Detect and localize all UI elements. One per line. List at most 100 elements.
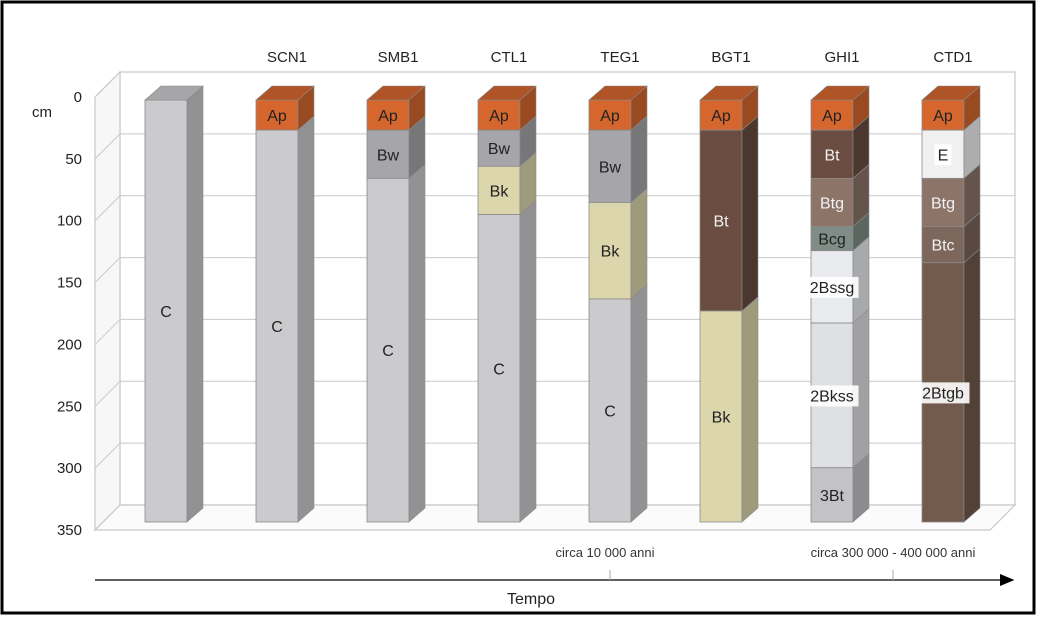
y-tick-label: 250 [57, 398, 82, 415]
horizon-label: Bw [599, 159, 622, 176]
horizon-label: C [382, 343, 394, 360]
gridline-side [94, 133, 121, 160]
gridline-side [94, 442, 121, 469]
profile-name: SMB1 [378, 49, 419, 66]
horizon-top [477, 85, 537, 101]
horizon-side [186, 85, 204, 523]
profile-name: CTD1 [933, 49, 972, 66]
horizon-top [921, 85, 981, 101]
horizon-side [630, 115, 648, 204]
horizon-label-bg [805, 276, 859, 298]
y-tick-label: 350 [57, 522, 82, 539]
profile-names: SCN1 SMB1 CTL1 TEG1 BGT1 GHI1 CTD1 [267, 49, 973, 66]
profile-column: C [144, 85, 204, 523]
profile-columns: CApCApBwCApBwBkCApBwBkCApBtBkApBtBtgBcg2… [144, 85, 981, 523]
horizon-block [810, 129, 854, 179]
horizon-label: Ap [822, 108, 842, 125]
time-marker-10000: circa 10 000 anni [555, 545, 654, 560]
horizon-side [297, 115, 315, 523]
horizon-side [852, 453, 870, 523]
horizon-label: Bcg [818, 232, 846, 249]
horizon-label: Btg [820, 195, 844, 212]
horizon-top [588, 85, 648, 101]
horizon-label-bg [805, 385, 859, 407]
profile-name: SCN1 [267, 49, 307, 66]
horizon-block [255, 99, 299, 131]
horizon-label: Ap [600, 108, 620, 125]
horizon-label: Bk [712, 410, 732, 427]
horizon-label: Bw [488, 141, 511, 158]
profile-column: ApC [255, 85, 315, 523]
gridline-side [94, 504, 121, 531]
back-wall [119, 71, 1016, 506]
horizon-block [477, 214, 521, 523]
horizon-block [144, 99, 188, 523]
gridline-side [94, 380, 121, 407]
horizon-label: Bt [824, 147, 840, 164]
profile-name: CTL1 [491, 49, 528, 66]
horizon-label: Ap [711, 108, 731, 125]
horizon-side [963, 248, 981, 523]
horizon-top [366, 85, 426, 101]
horizon-block [255, 129, 299, 523]
horizon-label: Bk [601, 244, 621, 261]
gridline-side [94, 195, 121, 222]
horizon-label: Bt [713, 214, 729, 231]
profile-name: TEG1 [600, 49, 639, 66]
horizon-side [741, 115, 759, 312]
horizon-label: 2Bkss [810, 388, 854, 405]
gridline-side [94, 71, 121, 98]
horizon-side [741, 296, 759, 523]
horizon-label: 2Bssg [810, 280, 854, 297]
y-unit-label: cm [32, 104, 52, 121]
plot-panel [93, 70, 1017, 532]
horizon-label: Btg [931, 195, 955, 212]
horizon-top [144, 85, 204, 101]
horizon-block [366, 129, 410, 179]
profile-name: GHI1 [824, 49, 859, 66]
horizon-label: Ap [489, 108, 509, 125]
horizon-label: Ap [933, 108, 953, 125]
horizon-block [810, 226, 854, 252]
horizon-label: Bk [490, 183, 510, 200]
y-tick-label: 300 [57, 460, 82, 477]
profile-name: BGT1 [711, 49, 750, 66]
y-tick-label: 100 [57, 213, 82, 230]
horizon-label: Bw [377, 147, 400, 164]
horizon-block [810, 467, 854, 523]
horizon-block [477, 129, 521, 167]
horizon-label-bg [916, 382, 970, 404]
horizon-side [519, 199, 537, 523]
gridline-side [94, 257, 121, 283]
horizon-label-bg [934, 144, 952, 166]
horizon-top [810, 85, 870, 101]
horizon-side [630, 284, 648, 523]
horizon-side [630, 187, 648, 300]
y-tick-label: 150 [57, 275, 82, 292]
horizon-label: C [604, 403, 616, 420]
horizon-block [588, 99, 632, 131]
horizon-label: C [271, 319, 283, 336]
horizon-label: Ap [267, 108, 287, 125]
horizon-block [699, 310, 743, 523]
horizon-top [255, 85, 315, 101]
horizon-block [588, 129, 632, 203]
horizon-label: C [160, 304, 172, 321]
horizon-label: 3Bt [820, 488, 845, 505]
horizon-block [588, 202, 632, 300]
horizon-block [921, 99, 965, 131]
horizon-label: C [493, 361, 505, 378]
horizon-block [921, 226, 965, 264]
gridline-side [94, 319, 121, 345]
side-wall [94, 70, 121, 532]
horizon-label: 2Btgb [922, 385, 964, 402]
horizon-label: Ap [378, 108, 398, 125]
horizon-block [477, 165, 521, 215]
